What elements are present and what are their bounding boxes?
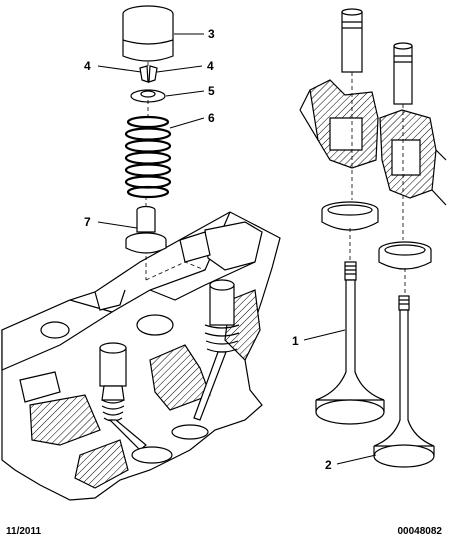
head-cutaway-section (299, 79, 447, 206)
callout-5: 5 (208, 84, 215, 98)
hydraulic-tappet (122, 5, 174, 62)
exhaust-valve (373, 295, 435, 468)
assembly-axis (145, 62, 206, 281)
valve-collets (139, 65, 158, 83)
valve-stem-seal (125, 205, 167, 254)
right-axis (349, 72, 406, 296)
valve-seat-insert-right (378, 241, 432, 270)
valve-guide-left (341, 8, 363, 73)
callout-6: 6 (208, 111, 215, 125)
leader-lines (97, 33, 377, 465)
callout-1: 1 (292, 334, 299, 348)
callout-4-right: 4 (207, 59, 214, 73)
spring-retainer (130, 89, 166, 103)
valve-guide-right (393, 42, 413, 105)
callout-3: 3 (208, 27, 215, 41)
valve-spring (124, 115, 172, 199)
callout-2: 2 (325, 458, 332, 472)
installed-valve-rear (171, 279, 240, 440)
valve-seat-insert-left (321, 201, 379, 231)
callout-7: 7 (84, 215, 91, 229)
callout-4-left: 4 (84, 59, 91, 73)
footer-date: 11/2011 (6, 526, 42, 537)
footer-reference-number: 00048082 (397, 526, 443, 537)
installed-valve-front (99, 342, 173, 464)
intake-valve (315, 261, 385, 425)
